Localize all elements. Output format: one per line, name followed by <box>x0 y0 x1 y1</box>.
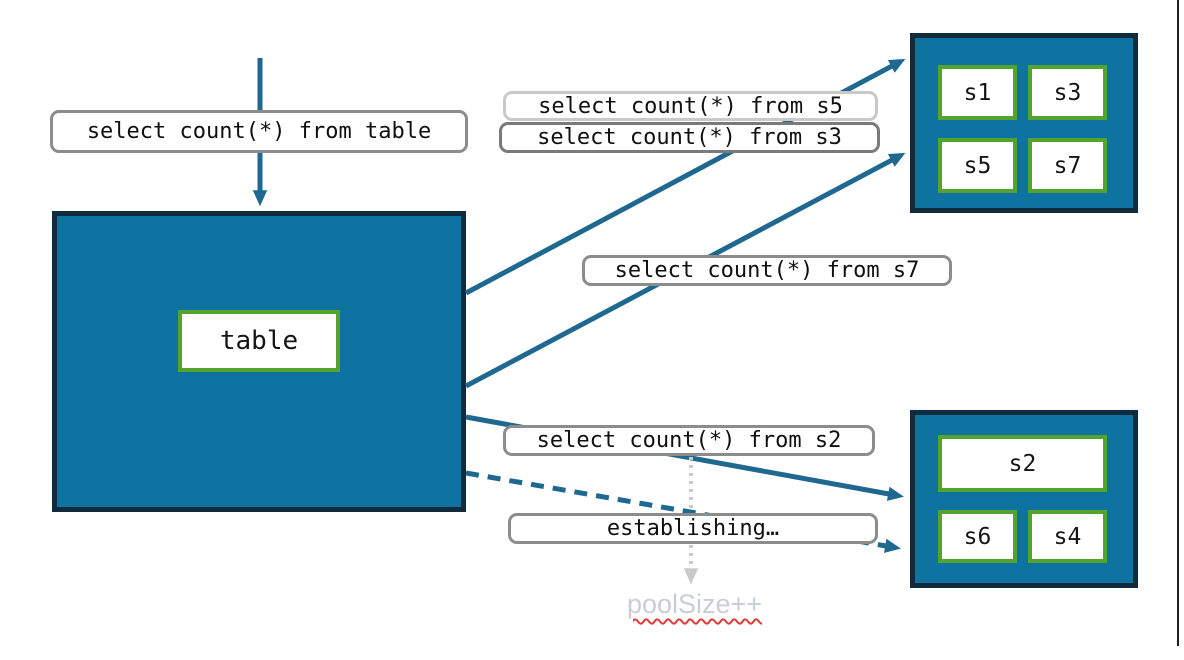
shard-group-top: s1 s3 s5 s7 <box>910 33 1138 213</box>
shard-s4: s4 <box>1028 510 1107 563</box>
shard-s3: s3 <box>1028 65 1107 120</box>
label-query-s3: select count(*) from s3 <box>499 122 880 153</box>
label-query-s5: select count(*) from s5 <box>503 91 878 121</box>
label-query-s7: select count(*) from s7 <box>582 255 952 286</box>
shard-s7: s7 <box>1028 138 1107 193</box>
table-label-box: table <box>178 310 340 372</box>
label-establishing: establishing… <box>508 513 878 544</box>
shard-s6: s6 <box>938 510 1017 563</box>
shard-group-bottom: s2 s6 s4 <box>910 410 1138 588</box>
shard-s1: s1 <box>938 65 1017 120</box>
poolsize-text: poolSize++ <box>626 589 763 619</box>
label-query-table: select count(*) from table <box>50 110 468 153</box>
shard-s2: s2 <box>938 435 1107 492</box>
table-node: table <box>52 211 466 512</box>
page-edge-line <box>1177 0 1179 646</box>
label-query-s2: select count(*) from s2 <box>503 425 875 456</box>
shard-s5: s5 <box>938 138 1017 193</box>
